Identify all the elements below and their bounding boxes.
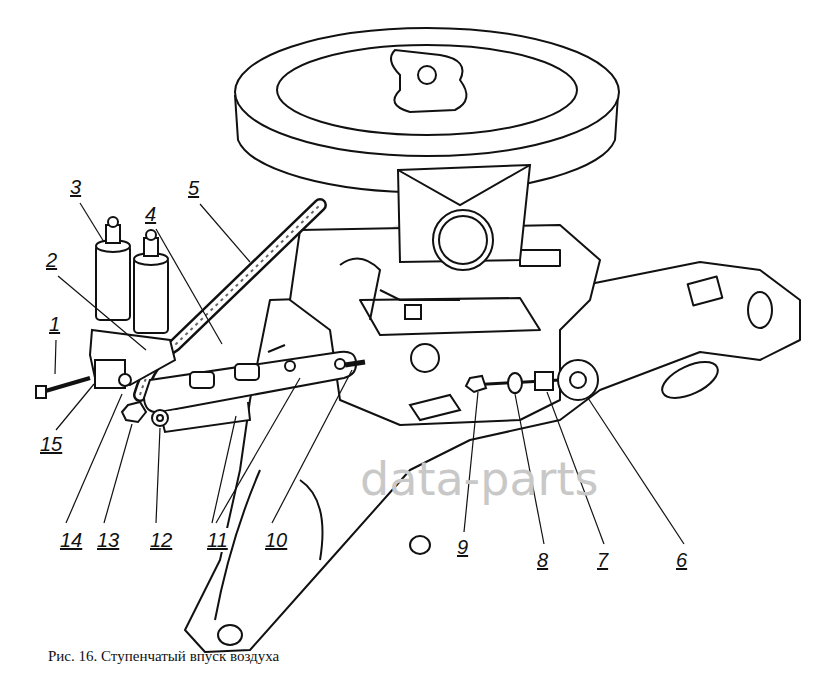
callout-number: 7	[595, 548, 610, 572]
callout-number: 13	[95, 528, 121, 552]
callout-number: 1	[47, 312, 62, 336]
callout-number: 2	[44, 248, 59, 272]
callout-number: 15	[38, 432, 64, 456]
callout-number: 5	[186, 176, 201, 200]
callout-number: 9	[455, 535, 470, 559]
callout-number: 10	[263, 528, 289, 552]
callout-number: 11	[205, 528, 230, 552]
callout-number: 4	[143, 202, 158, 226]
callout-number: 8	[535, 548, 550, 572]
callout-number: 6	[674, 548, 689, 572]
manifold	[185, 262, 800, 652]
callout-number: 3	[68, 175, 83, 199]
solenoid-valves	[36, 217, 175, 426]
callout-number: 12	[148, 528, 174, 552]
air-filter	[235, 28, 619, 319]
leader-lines	[55, 203, 684, 544]
figure-caption: Рис. 16. Ступенчатый впуск воздуха	[48, 646, 279, 666]
callout-number: 14	[58, 528, 84, 552]
bracket	[144, 345, 365, 432]
linkage	[410, 360, 598, 420]
watermark: data-parts	[360, 452, 599, 506]
